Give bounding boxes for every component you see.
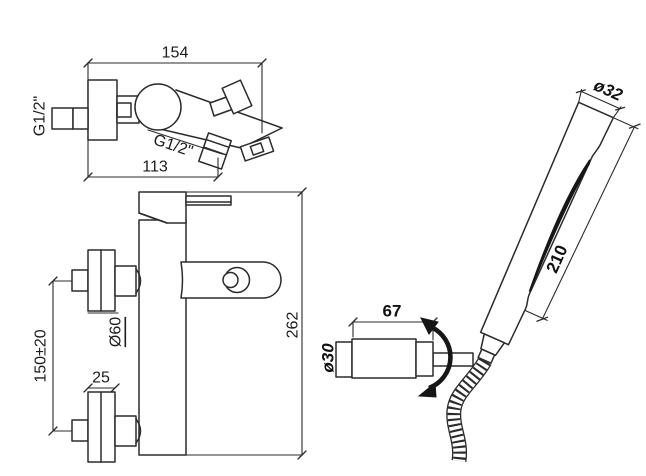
shower-hose (446, 357, 492, 463)
label-holder-length: 67 (383, 302, 402, 321)
handshower-cone (480, 333, 506, 357)
top-view-inlet-connector (51, 107, 89, 130)
dim-spout-reach: 113 (83, 157, 223, 182)
front-view: 262 (33, 187, 307, 463)
label-head-diameter: ø32 (591, 76, 626, 105)
front-view-spout (180, 261, 282, 299)
dim-overall-height: 262 (185, 187, 307, 460)
holder-pin (432, 352, 474, 367)
holder-ring (415, 341, 434, 377)
label-inlet-thread: G1/2" (32, 96, 49, 136)
holder-end-cap (335, 341, 353, 378)
label-spout-reach: 113 (142, 159, 168, 176)
top-view-diverter-knob (209, 79, 253, 117)
label-inlet-spacing: 150±20 (33, 329, 50, 382)
top-view-end-fitting (239, 136, 275, 162)
label-escutcheon-depth: 25 (92, 370, 110, 387)
label-overall-width: 154 (162, 45, 189, 62)
top-view-handle-ball (134, 83, 182, 131)
front-view-lower-union (71, 391, 142, 463)
handshower: 210 ø32 (477, 76, 641, 364)
front-view-body (138, 219, 187, 456)
label-holder-diameter: ø30 (319, 343, 338, 373)
dim-escutcheon-diameter: Ø60 (87, 312, 125, 347)
front-view-handle (138, 191, 232, 224)
label-overall-height: 262 (285, 312, 302, 339)
hose-nut (477, 348, 496, 364)
rotation-arrow-icon (417, 317, 453, 398)
shower-holder: 67 ø30 (319, 302, 474, 398)
dim-holder-length: 67 (348, 302, 438, 341)
top-view-wall-plate (87, 79, 118, 141)
top-view-spout-outlet (198, 132, 232, 170)
front-view-upper-union (71, 249, 142, 312)
label-escutcheon-diameter: Ø60 (108, 317, 125, 347)
top-view-body-joint (116, 95, 140, 124)
outlet-thread-leader (147, 129, 223, 155)
handshower-groove (528, 159, 591, 293)
holder-body (351, 338, 417, 379)
dim-escutcheon-depth: 25 (83, 370, 120, 393)
top-view: 154 (32, 45, 283, 182)
handshower-body (479, 101, 615, 346)
dim-inlet-spacing: 150±20 (33, 276, 73, 436)
